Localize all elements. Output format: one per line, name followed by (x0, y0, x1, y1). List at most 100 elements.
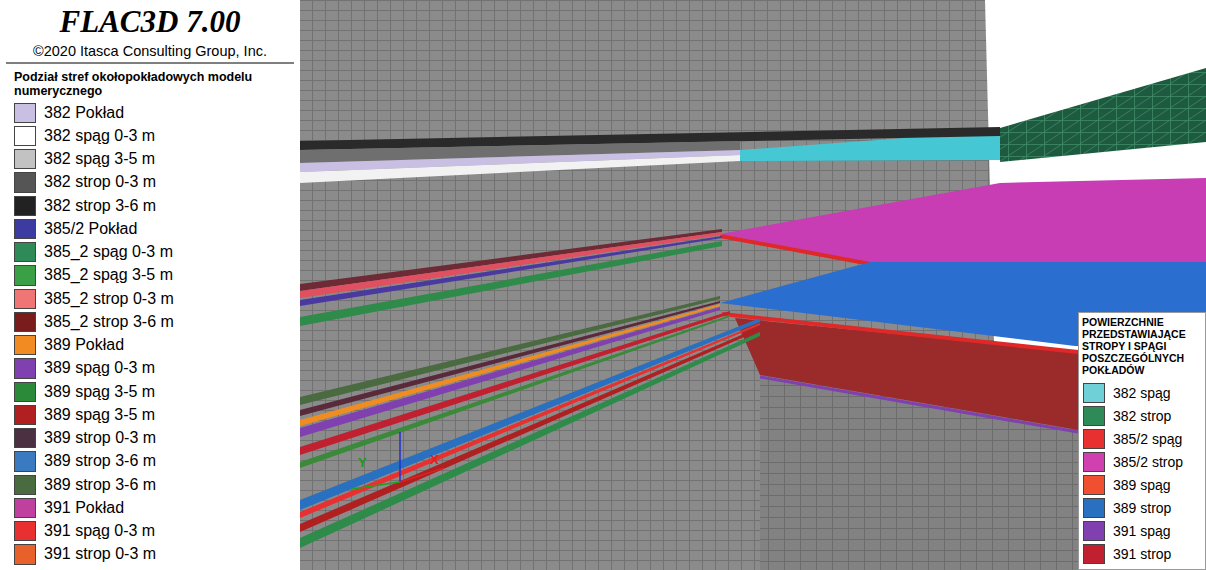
legend-swatch (1083, 475, 1105, 495)
legend-text: 385_2 strop 3-6 m (44, 313, 174, 331)
axis-z (399, 432, 401, 482)
legend-swatch (14, 451, 36, 471)
legend-swatch (14, 335, 36, 355)
seam-band (300, 301, 720, 416)
legend-entry: 385/2 spąg (1083, 427, 1182, 450)
legend-text: 385_2 strop 0-3 m (44, 290, 174, 308)
legend-swatch (14, 475, 36, 495)
legend-swatch (1083, 429, 1105, 449)
legend-entry: 389 strop 3-6 m (14, 450, 156, 473)
legend-entry: 391 spąg (1083, 519, 1171, 542)
legend-entry: 382 spąg 0-3 m (14, 124, 155, 147)
legend-text: 385/2 strop (1113, 454, 1183, 470)
legend-entry: 382 strop (1083, 404, 1171, 427)
legend-entry: 389 strop 0-3 m (14, 427, 156, 450)
legend-swatch (14, 265, 36, 285)
legend-entry: 391 spąg 0-3 m (14, 520, 155, 543)
legend-swatch (14, 544, 36, 564)
legend-text: 389 strop (1113, 500, 1171, 516)
legend-swatch (1083, 521, 1105, 541)
seam-band (300, 323, 760, 518)
seam-band (300, 155, 740, 183)
legend-text: 382 strop (1113, 408, 1171, 424)
legend-entry: 382 spąg 3-5 m (14, 148, 155, 171)
legend-swatch (14, 312, 36, 332)
legend-text: 385/2 spąg (1113, 431, 1182, 447)
legend-entry: 382 Pokład (14, 101, 124, 124)
legend-text: 391 spąg 0-3 m (44, 522, 155, 540)
separator-line (6, 63, 294, 64)
legend-swatch (1083, 452, 1105, 472)
legend-text: 389 strop 0-3 m (44, 429, 156, 447)
legend-text: 382 spąg 0-3 m (44, 127, 155, 145)
legend-entry: 385_2 spąg 0-3 m (14, 241, 173, 264)
legend-panel (0, 0, 300, 570)
copyright-note: ©2020 Itasca Consulting Group, Inc. (0, 42, 300, 60)
legend-entry: 389 spąg 3-5 m (14, 380, 155, 403)
legend-swatch (14, 126, 36, 146)
legend-text: 382 strop 3-6 m (44, 197, 156, 215)
legend-entry: 385_2 spąg 3-5 m (14, 264, 173, 287)
legend-text: 389 strop 3-6 m (44, 476, 156, 494)
legend-swatch (14, 498, 36, 518)
seam-band (300, 332, 760, 548)
legend-entry: 391 strop (1083, 542, 1171, 565)
legend-entry: 382 strop 0-3 m (14, 171, 156, 194)
legend-text: 389 spąg 0-3 m (44, 359, 155, 377)
legend-text: 391 spąg (1113, 523, 1171, 539)
legend-text: 391 Pokład (44, 499, 124, 517)
legend-text: 389 spąg (1113, 477, 1171, 493)
legend-swatch (14, 196, 36, 216)
legend-swatch (14, 289, 36, 309)
legend-text: 389 strop 3-6 m (44, 452, 156, 470)
legend-text: 385/2 Pokład (44, 220, 137, 238)
legend-swatch (14, 172, 36, 192)
legend-swatch (1083, 383, 1105, 403)
axis-x (400, 468, 444, 482)
legend-entry: 389 spąg 3-5 m (14, 403, 155, 426)
legend-entry: 389 strop (1083, 496, 1171, 519)
legend-swatch (14, 219, 36, 239)
seam-band (300, 232, 722, 298)
legend-swatch (14, 103, 36, 123)
legend-entry: 382 strop 3-6 m (14, 194, 156, 217)
legend-swatch (14, 358, 36, 378)
legend-entry: 389 strop 3-6 m (14, 473, 156, 496)
legend-text: 382 strop 0-3 m (44, 173, 156, 191)
legend-panel: POWIERZCHNIE PRZEDSTAWIAJĄCE STROPY I SP… (1078, 312, 1206, 570)
legend-swatch (1083, 498, 1105, 518)
legend-swatch (14, 242, 36, 262)
legend-entry: 389 spąg 0-3 m (14, 357, 155, 380)
legend-entry: 389 Pokład (14, 334, 124, 357)
legend-heading: POWIERZCHNIE PRZEDSTAWIAJĄCE STROPY I SP… (1082, 316, 1202, 376)
legend-entry: 391 Pokład (14, 496, 124, 519)
legend-entry: 391 strop 0-3 m (14, 543, 156, 566)
legend-text: 385_2 spąg 3-5 m (44, 266, 173, 284)
legend-text: 391 strop 0-3 m (44, 545, 156, 563)
legend-entry: 385/2 Pokład (14, 217, 137, 240)
legend-text: 389 spąg 3-5 m (44, 406, 155, 424)
legend-swatch (14, 521, 36, 541)
surface-edge (722, 314, 1078, 352)
legend-heading: Podział stref okołopokładowych modelu nu… (14, 70, 296, 98)
legend-text: 389 Pokład (44, 336, 124, 354)
legend-swatch (14, 382, 36, 402)
legend-entry: 382 spąg (1083, 381, 1171, 404)
seam-band (300, 304, 720, 426)
seam-band (300, 296, 720, 405)
axis-label: X (430, 452, 439, 467)
legend-entry: 389 spąg (1083, 473, 1171, 496)
legend-swatch (1083, 406, 1105, 426)
legend-text: 382 spąg 3-5 m (44, 150, 155, 168)
legend-swatch (1083, 544, 1105, 564)
legend-swatch (14, 149, 36, 169)
legend-entry: 385/2 strop (1083, 450, 1183, 473)
surface-edge (760, 377, 1078, 432)
legend-entry: 385_2 strop 3-6 m (14, 310, 174, 333)
legend-text: 382 spąg (1113, 385, 1171, 401)
legend-swatch (14, 428, 36, 448)
seam-surface (1000, 68, 1206, 162)
